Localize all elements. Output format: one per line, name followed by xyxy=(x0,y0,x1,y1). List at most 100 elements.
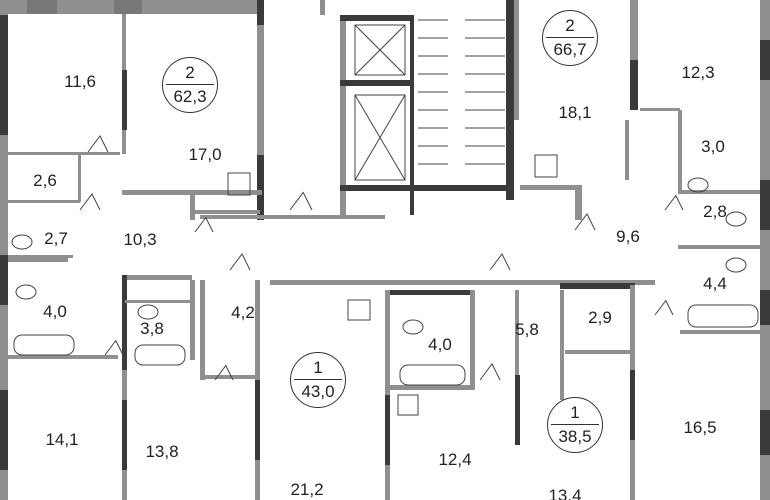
room-area: 12,4 xyxy=(438,450,472,469)
wall-segment xyxy=(678,245,760,249)
wall-segment xyxy=(270,280,655,285)
room-area: 14,1 xyxy=(45,430,79,449)
wall-segment xyxy=(515,290,519,400)
wall-segment xyxy=(470,290,475,385)
room-area: 13,8 xyxy=(145,442,179,461)
room-area: 16,5 xyxy=(683,418,717,437)
wall-segment xyxy=(760,290,770,325)
room-area: 11,6 xyxy=(64,72,96,91)
wall-segment xyxy=(200,215,385,219)
door-swing-icon xyxy=(104,339,124,356)
wall-segment xyxy=(390,385,475,390)
wall-segment xyxy=(625,120,629,180)
door-swing-icon xyxy=(574,213,596,231)
wall-segment xyxy=(640,108,680,111)
wall-segment xyxy=(122,70,127,130)
sink-icon xyxy=(397,394,419,416)
wall-segment xyxy=(78,152,81,202)
wall-segment xyxy=(190,210,260,214)
wall-segment xyxy=(255,380,260,460)
wall-segment xyxy=(190,195,195,220)
sink-icon xyxy=(347,299,371,321)
wall-segment xyxy=(680,330,760,334)
door-swing-icon xyxy=(194,216,214,233)
elevator-shaft-icon xyxy=(354,94,406,181)
wall-segment xyxy=(200,280,205,380)
wall-segment xyxy=(760,0,770,500)
wall-segment xyxy=(200,375,255,379)
door-swing-icon xyxy=(664,194,684,211)
apartment-area: 43,0 xyxy=(301,382,335,401)
apartment-badge-2-room-66[interactable]: 2 66,7 xyxy=(542,10,598,66)
room-area: 5,8 xyxy=(515,320,539,339)
wall-segment xyxy=(385,395,390,465)
wall-segment xyxy=(340,15,410,21)
toilet-icon xyxy=(11,234,33,250)
room-area: 4,0 xyxy=(43,302,67,321)
wall-segment xyxy=(122,275,127,370)
door-swing-icon xyxy=(289,191,313,211)
room-area: 4,0 xyxy=(428,335,452,354)
wall-segment xyxy=(122,190,262,195)
wall-segment xyxy=(8,200,80,203)
door-swing-icon xyxy=(654,299,674,316)
apartment-badge-1-room-38[interactable]: 1 38,5 xyxy=(547,397,603,453)
apartment-rooms: 2 xyxy=(546,11,594,38)
wall-segment xyxy=(760,40,770,80)
wall-segment xyxy=(514,0,519,120)
toilet-icon xyxy=(687,177,709,193)
wall-segment xyxy=(27,0,57,14)
wall-segment xyxy=(0,390,8,470)
wall-segment xyxy=(8,355,118,359)
apartment-area: 66,7 xyxy=(553,40,587,59)
wall-segment xyxy=(340,185,510,191)
room-area: 9,6 xyxy=(616,227,640,246)
room-area: 13,4 xyxy=(548,486,582,500)
wall-segment xyxy=(575,185,582,220)
sink-icon xyxy=(227,172,251,196)
wall-segment xyxy=(114,0,142,14)
door-swing-icon xyxy=(479,363,501,381)
toilet-icon xyxy=(725,211,747,227)
wall-segment xyxy=(320,0,325,15)
door-swing-icon xyxy=(79,193,101,211)
sink-icon xyxy=(534,154,558,178)
room-area: 18,1 xyxy=(558,103,592,122)
wall-segment xyxy=(390,290,470,295)
room-area: 2,9 xyxy=(588,308,612,327)
wall-segment xyxy=(122,400,127,470)
bathtub-icon xyxy=(134,344,186,366)
room-area: 10,3 xyxy=(123,230,157,249)
room-area: 12,3 xyxy=(681,63,715,82)
wall-segment xyxy=(8,258,68,262)
room-area: 3,8 xyxy=(140,319,164,338)
apartment-badge-2-room-62[interactable]: 2 62,3 xyxy=(162,57,218,113)
room-area: 2,6 xyxy=(33,171,57,190)
apartment-rooms: 2 xyxy=(166,58,214,85)
wall-segment xyxy=(257,0,264,220)
apartment-badge-1-room-43[interactable]: 1 43,0 xyxy=(290,352,346,408)
wall-segment xyxy=(760,410,770,455)
room-area: 3,0 xyxy=(701,137,725,156)
wall-segment xyxy=(678,190,760,194)
wall-segment xyxy=(630,60,638,110)
wall-segment xyxy=(678,110,682,190)
wall-segment xyxy=(565,350,635,354)
wall-segment xyxy=(560,283,635,289)
wall-segment xyxy=(257,155,264,220)
bathtub-icon xyxy=(13,334,75,356)
elevator-shaft-icon xyxy=(354,24,406,76)
wall-segment xyxy=(520,185,580,190)
wall-segment xyxy=(8,255,73,258)
wall-segment xyxy=(125,300,190,303)
toilet-icon xyxy=(725,257,747,273)
wall-segment xyxy=(0,0,8,500)
toilet-icon xyxy=(137,304,159,320)
wall-segment xyxy=(340,80,410,86)
room-area: 2,7 xyxy=(44,229,68,248)
room-area: 21,2 xyxy=(290,480,324,499)
door-swing-icon xyxy=(214,364,234,381)
wall-segment xyxy=(8,152,120,155)
